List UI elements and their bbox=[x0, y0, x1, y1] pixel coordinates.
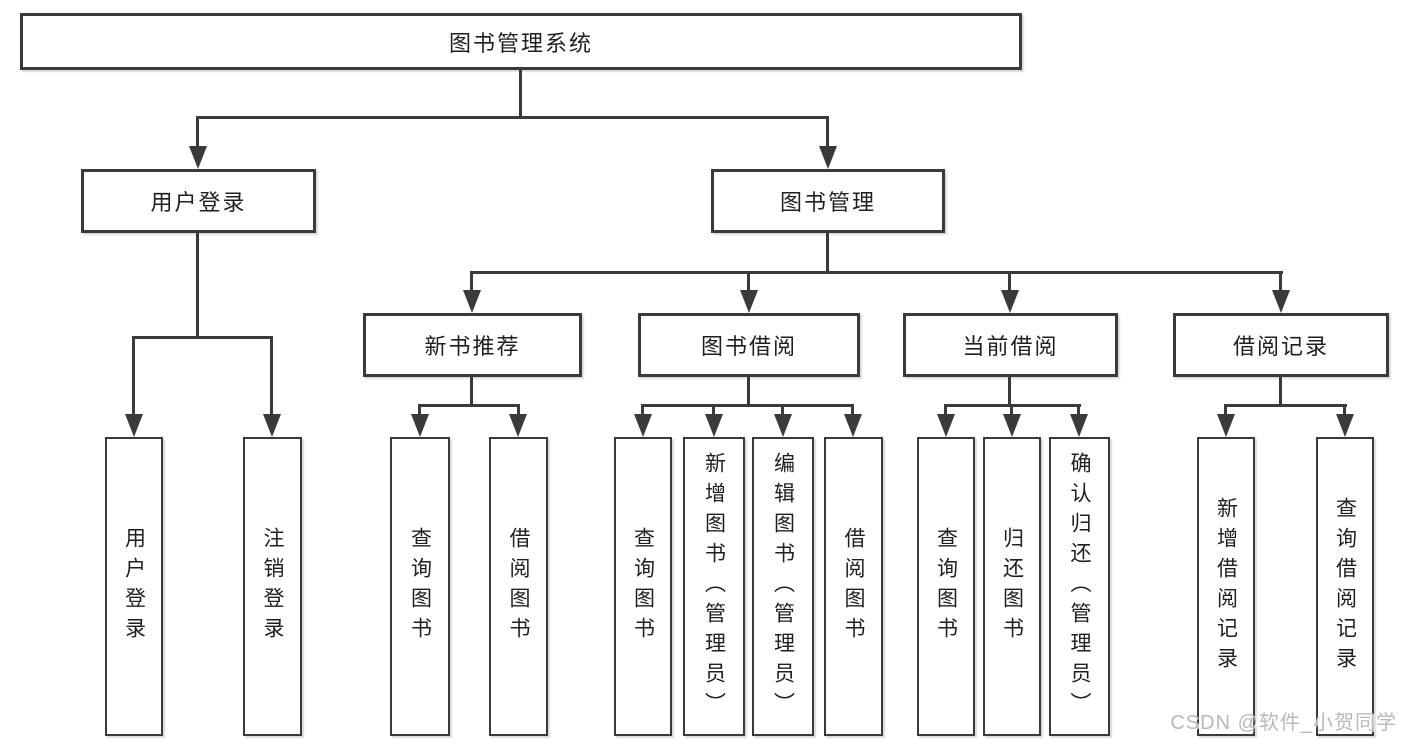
arrow-down-icon bbox=[263, 414, 281, 437]
connector-current-stub-1 bbox=[944, 404, 947, 416]
arrow-down-icon bbox=[463, 290, 481, 313]
arrow-down-icon bbox=[125, 414, 143, 437]
connector-recommend-stem bbox=[470, 377, 473, 407]
connector-records-stem bbox=[1279, 377, 1282, 407]
connector-current-stem bbox=[1008, 377, 1011, 407]
node-book-borrow: 图书借阅 bbox=[638, 313, 860, 377]
connector-mgmt-stub-4 bbox=[1279, 271, 1282, 292]
connector-records-stub-2 bbox=[1343, 404, 1346, 416]
connector-root-stem bbox=[519, 70, 522, 119]
leaf-add-borrow-record: 新增借阅记录 bbox=[1197, 437, 1255, 736]
node-root: 图书管理系统 bbox=[20, 13, 1022, 70]
connector-records-bar bbox=[1224, 404, 1347, 407]
arrow-down-icon bbox=[844, 414, 862, 437]
arrow-down-icon bbox=[509, 414, 527, 437]
arrow-down-icon bbox=[411, 414, 429, 437]
arrow-down-icon bbox=[634, 414, 652, 437]
node-new-book-recommend: 新书推荐 bbox=[363, 313, 582, 377]
arrow-down-icon bbox=[1003, 414, 1021, 437]
node-borrow-records: 借阅记录 bbox=[1173, 313, 1389, 377]
connector-borrow-stub-2 bbox=[712, 404, 715, 416]
leaf-borrow-books-recommend: 借阅图书 bbox=[489, 437, 548, 736]
arrow-down-icon bbox=[1336, 414, 1354, 437]
arrow-down-icon bbox=[1217, 414, 1235, 437]
csdn-watermark: CSDN @软件_小贺同学 bbox=[1170, 712, 1397, 734]
connector-mgmt-stub-1 bbox=[470, 271, 473, 292]
connector-recommend-stub-2 bbox=[517, 404, 520, 416]
arrow-down-icon bbox=[740, 290, 758, 313]
node-user-login: 用户登录 bbox=[81, 169, 316, 233]
connector-user-stem bbox=[196, 233, 199, 339]
arrow-down-icon bbox=[937, 414, 955, 437]
leaf-return-books: 归还图书 bbox=[983, 437, 1041, 736]
leaf-query-books-current: 查询图书 bbox=[917, 437, 975, 736]
arrow-down-icon bbox=[1272, 290, 1290, 313]
connector-borrow-stub-4 bbox=[851, 404, 854, 416]
connector-mgmt-bar bbox=[470, 271, 1283, 274]
connector-mgmt-stub-2 bbox=[747, 271, 750, 292]
node-book-management: 图书管理 bbox=[711, 169, 945, 233]
connector-root-stub-left bbox=[196, 116, 199, 148]
connector-borrow-bar bbox=[641, 404, 854, 407]
leaf-edit-book-admin: 编辑图书（管理员） bbox=[752, 437, 814, 736]
connector-mgmt-stem bbox=[826, 233, 829, 274]
connector-records-stub-1 bbox=[1224, 404, 1227, 416]
leaf-confirm-return-admin: 确认归还（管理员） bbox=[1049, 437, 1110, 736]
connector-user-bar bbox=[132, 336, 273, 339]
arrow-down-icon bbox=[1070, 414, 1088, 437]
connector-borrow-stub-1 bbox=[641, 404, 644, 416]
leaf-user-login: 用户登录 bbox=[105, 437, 163, 736]
connector-borrow-stem bbox=[747, 377, 750, 407]
connector-current-stub-3 bbox=[1077, 404, 1080, 416]
leaf-query-books-recommend: 查询图书 bbox=[390, 437, 450, 736]
leaf-logout-login: 注销登录 bbox=[243, 437, 302, 736]
connector-recommend-stub-1 bbox=[418, 404, 421, 416]
connector-current-stub-2 bbox=[1010, 404, 1013, 416]
arrow-down-icon bbox=[705, 414, 723, 437]
leaf-borrow-books: 借阅图书 bbox=[824, 437, 883, 736]
arrow-down-icon bbox=[774, 414, 792, 437]
connector-recommend-bar bbox=[418, 404, 520, 407]
node-current-borrow: 当前借阅 bbox=[903, 313, 1118, 377]
leaf-query-borrow-record: 查询借阅记录 bbox=[1316, 437, 1374, 736]
connector-mgmt-stub-3 bbox=[1008, 271, 1011, 292]
arrow-down-icon bbox=[1001, 290, 1019, 313]
connector-root-stub-right bbox=[826, 116, 829, 148]
leaf-add-book-admin: 新增图书（管理员） bbox=[683, 437, 745, 736]
arrow-down-icon bbox=[189, 146, 207, 169]
leaf-query-books-borrow: 查询图书 bbox=[614, 437, 672, 736]
connector-user-stub-2 bbox=[270, 336, 273, 416]
connector-root-bar bbox=[196, 116, 829, 119]
connector-user-stub-1 bbox=[132, 336, 135, 416]
arrow-down-icon bbox=[819, 146, 837, 169]
connector-borrow-stub-3 bbox=[781, 404, 784, 416]
